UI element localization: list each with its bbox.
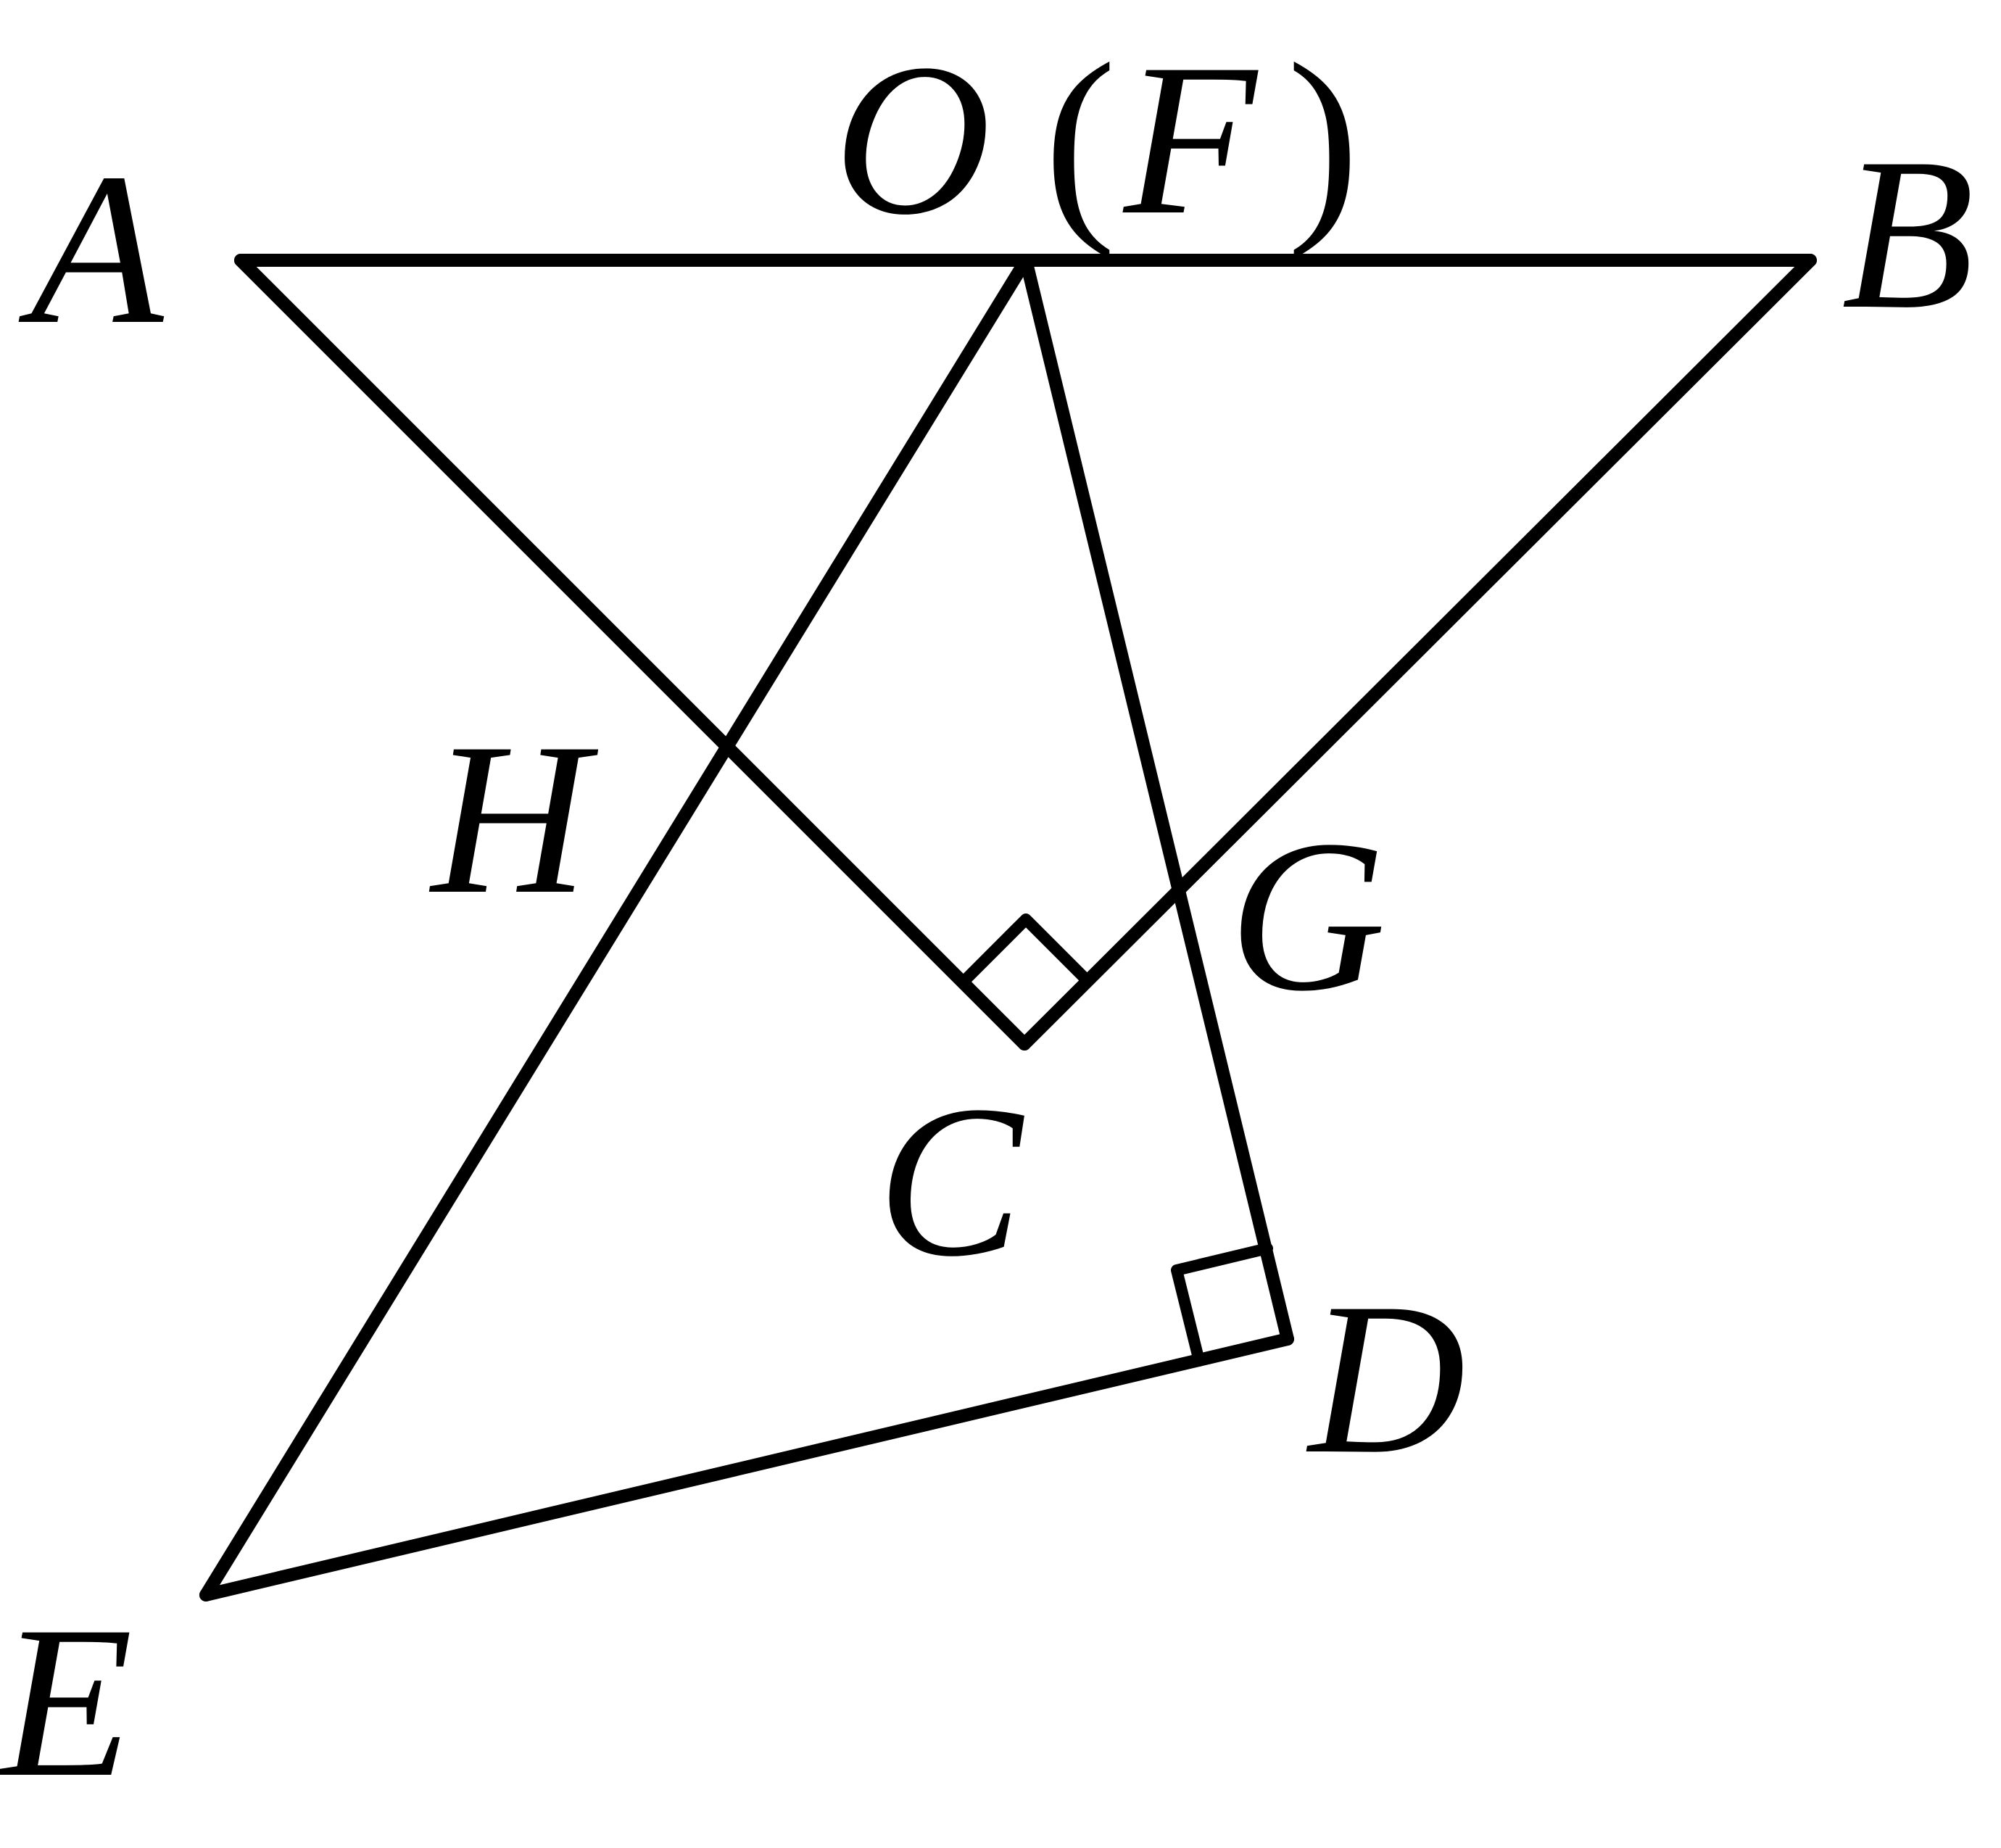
- point-label-A: A: [17, 128, 166, 369]
- point-label-H: H: [428, 698, 601, 939]
- paren-open: (: [1044, 19, 1116, 260]
- right-angle-mark-D: [1171, 1243, 1273, 1367]
- point-label-O: O: [834, 19, 991, 260]
- segment-ED: [199, 1333, 1294, 1602]
- point-label-G: G: [1229, 795, 1386, 1036]
- right-angle-mark-C: [957, 913, 1093, 988]
- segment-AC: [234, 254, 1031, 1051]
- point-label-C: C: [877, 1061, 1027, 1301]
- point-label-F: F: [1120, 19, 1259, 260]
- paren-close: ): [1287, 19, 1359, 260]
- segment-BC: [1018, 254, 1817, 1051]
- point-label-E: E: [0, 1581, 133, 1822]
- point-label-D: D: [1305, 1258, 1465, 1499]
- point-label-B: B: [1842, 113, 1974, 354]
- segment-OE: [199, 254, 1032, 1602]
- segment-OD: [1019, 254, 1294, 1346]
